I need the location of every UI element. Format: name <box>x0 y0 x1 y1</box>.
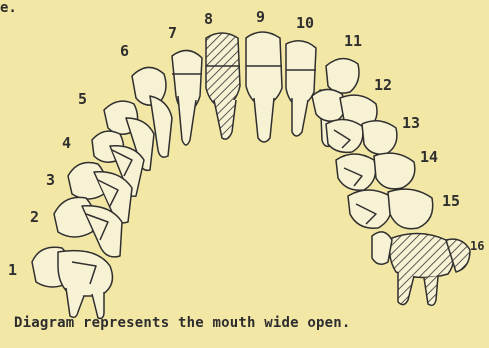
label-tooth-6: 6 <box>120 42 129 60</box>
label-tooth-2: 2 <box>30 208 39 226</box>
label-tooth-8: 8 <box>204 10 213 28</box>
tooth-13 <box>326 119 397 154</box>
label-tooth-16: 16 <box>470 239 484 253</box>
diagram-caption: Diagram represents the mouth wide open. <box>14 315 484 331</box>
tooth-15 <box>348 189 433 229</box>
tooth-8 <box>206 33 240 139</box>
tooth-14 <box>336 153 415 190</box>
label-tooth-9: 9 <box>256 8 265 26</box>
label-tooth-12: 12 <box>374 76 392 94</box>
label-tooth-14: 14 <box>420 148 438 166</box>
label-tooth-11: 11 <box>344 32 362 50</box>
label-tooth-15: 15 <box>442 192 460 210</box>
tooth-1 <box>32 247 112 318</box>
label-tooth-3: 3 <box>46 171 55 189</box>
label-tooth-5: 5 <box>78 90 87 108</box>
label-tooth-7: 7 <box>168 24 177 42</box>
label-tooth-4: 4 <box>62 134 71 152</box>
label-tooth-10: 10 <box>296 14 314 32</box>
label-tooth-13: 13 <box>402 114 420 132</box>
tooth-7 <box>172 50 202 145</box>
tooth-10 <box>286 41 316 136</box>
tooth-16 <box>372 232 470 306</box>
label-tooth-1: 1 <box>8 261 17 279</box>
tooth-9 <box>246 32 282 142</box>
